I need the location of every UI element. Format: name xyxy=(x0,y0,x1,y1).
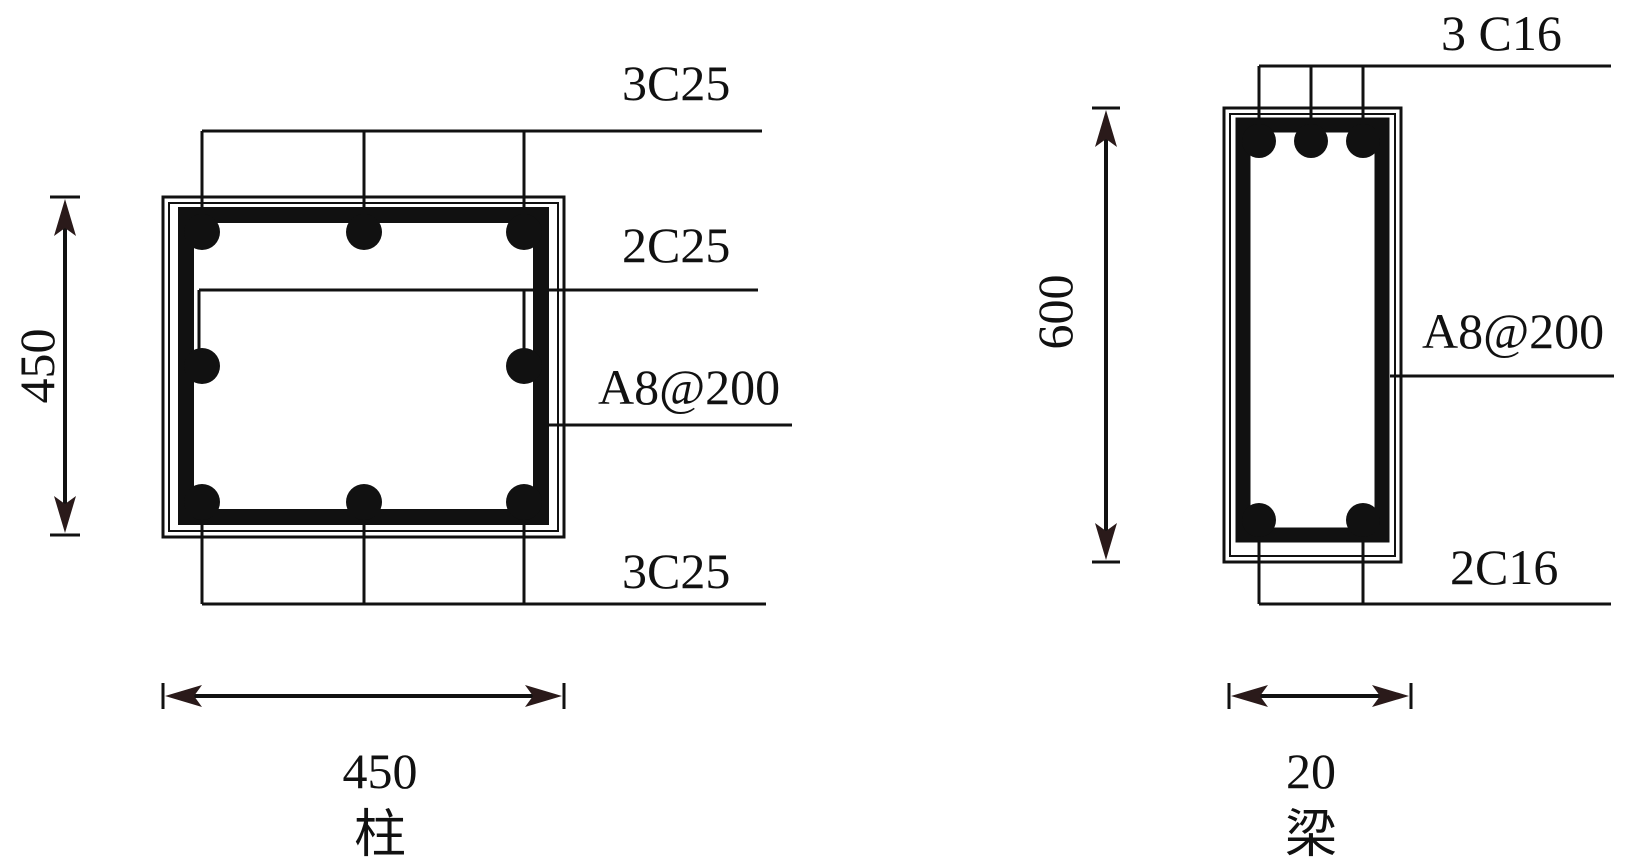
beam-concrete-outline xyxy=(1222,106,1403,564)
column-rebars xyxy=(184,214,542,520)
beam-width-label: 20 xyxy=(1286,743,1336,799)
arrow-left-icon xyxy=(165,685,202,707)
beam-rebar xyxy=(1346,124,1380,158)
beam-rebars xyxy=(1242,124,1380,537)
column-width-dimension xyxy=(161,683,566,709)
beam-rebar xyxy=(1294,124,1328,158)
arrow-right-icon xyxy=(1372,685,1409,707)
beam-stirrup xyxy=(1235,117,1390,543)
beam-height-label: 600 xyxy=(1027,275,1083,350)
column-middle-bars-leader xyxy=(197,288,758,352)
column-rebar xyxy=(184,348,220,384)
column-rebar xyxy=(346,484,382,520)
arrow-left-icon xyxy=(1231,685,1268,707)
beam-bottom-bars-label: 2C16 xyxy=(1450,539,1558,595)
column-rebar xyxy=(184,484,220,520)
beam-section: 3 C16 A8@200 2C16 600 20 梁 xyxy=(1027,5,1614,865)
arrow-down-icon xyxy=(1095,523,1117,560)
beam-width-dimension xyxy=(1227,683,1413,709)
column-bottom-bars-label: 3C25 xyxy=(622,543,730,599)
column-width-label: 450 xyxy=(343,743,418,799)
column-concrete-inner-line xyxy=(168,202,559,532)
column-top-bars-label: 3C25 xyxy=(622,55,730,111)
column-section: 3C25 2C25 A8@200 3C25 450 xyxy=(9,55,792,865)
beam-rebar xyxy=(1346,503,1380,537)
arrow-right-icon xyxy=(525,685,562,707)
beam-rebar xyxy=(1242,503,1276,537)
beam-bottom-bars-leader xyxy=(1257,537,1611,606)
column-height-dimension xyxy=(50,195,80,537)
column-top-bars-leader xyxy=(200,129,762,218)
beam-top-bars-label: 3 C16 xyxy=(1441,5,1562,61)
column-height-label: 450 xyxy=(9,329,65,404)
column-rebar xyxy=(346,214,382,250)
arrow-down-icon xyxy=(54,496,76,533)
beam-height-dimension xyxy=(1092,106,1120,564)
column-rebar xyxy=(506,214,542,250)
beam-rebar xyxy=(1242,124,1276,158)
beam-concrete-inner-line xyxy=(1229,113,1396,557)
column-rebar xyxy=(184,214,220,250)
column-stirrup xyxy=(178,207,549,525)
column-caption: 柱 xyxy=(354,805,406,865)
column-rebar xyxy=(506,484,542,520)
column-middle-bars-label: 2C25 xyxy=(622,217,730,273)
column-bottom-bars-leader xyxy=(200,520,766,606)
arrow-up-icon xyxy=(54,199,76,236)
beam-caption: 梁 xyxy=(1285,805,1337,865)
column-stirrup-label: A8@200 xyxy=(598,359,780,415)
arrow-up-icon xyxy=(1095,110,1117,147)
beam-top-bars-leader xyxy=(1257,64,1611,126)
beam-stirrup-label: A8@200 xyxy=(1422,303,1604,359)
column-rebar xyxy=(506,348,542,384)
